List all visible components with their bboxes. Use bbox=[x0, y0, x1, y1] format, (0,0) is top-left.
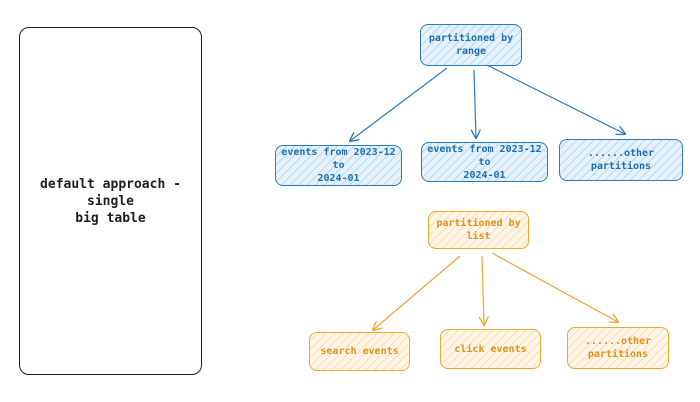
click-events-label: click events bbox=[454, 343, 527, 355]
edge-list-to-other-partitions bbox=[491, 252, 618, 322]
partitioned-by-list-label: partitioned by list bbox=[436, 218, 521, 242]
default-single-table-box: default approach - single big table bbox=[19, 27, 202, 375]
edge-list-to-click-events bbox=[482, 255, 484, 325]
range-other-partitions-label: ......other partitions bbox=[587, 148, 655, 172]
edge-range-to-other-partitions bbox=[486, 64, 625, 134]
range-edges bbox=[350, 64, 625, 141]
edge-range-to-partition-1 bbox=[350, 67, 448, 141]
search-events-node: search events bbox=[309, 332, 410, 371]
partitioned-by-range-node: partitioned by range bbox=[420, 24, 522, 66]
search-events-label: search events bbox=[320, 346, 399, 357]
default-single-table-label: default approach - single big table bbox=[40, 176, 181, 226]
edge-list-to-search-events bbox=[373, 255, 461, 330]
range-partition-label-2: events from 2023-12 to 2024-01 bbox=[427, 143, 542, 181]
partitioned-by-range-label: partitioned by range bbox=[428, 33, 514, 57]
range-partition-node-2: events from 2023-12 to 2024-01 bbox=[421, 142, 548, 182]
range-partition-label-1: events from 2023-12 to 2024-01 bbox=[281, 147, 396, 184]
edge-range-to-partition-2 bbox=[474, 69, 476, 138]
list-edges bbox=[373, 252, 618, 330]
click-events-node: click events bbox=[440, 329, 541, 369]
range-partition-node-1: events from 2023-12 to 2024-01 bbox=[275, 145, 402, 186]
list-other-partitions-label: ......other partitions bbox=[584, 336, 652, 360]
partitioned-by-list-node: partitioned by list bbox=[428, 211, 529, 249]
range-other-partitions-node: ......other partitions bbox=[559, 139, 683, 181]
list-other-partitions-node: ......other partitions bbox=[567, 327, 669, 369]
